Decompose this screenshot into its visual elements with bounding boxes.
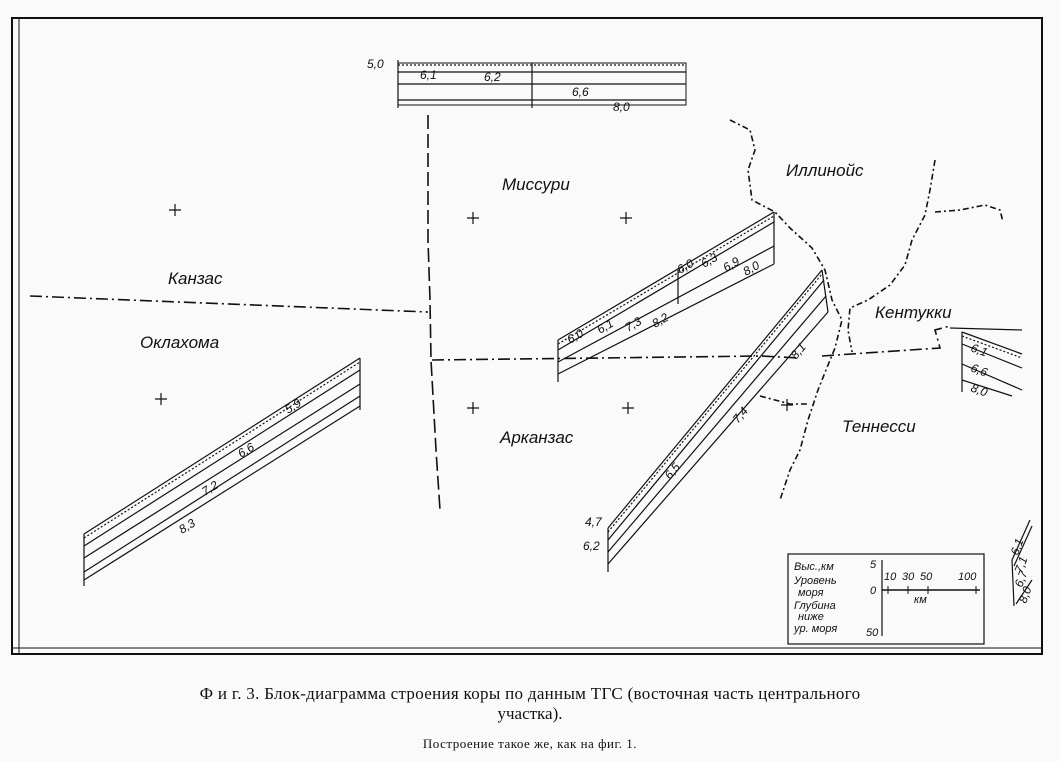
- top-surface-label: 5,0: [367, 57, 384, 71]
- figure-caption-continuation: участка).: [497, 704, 563, 723]
- legend-scale-tick-4: 100: [958, 571, 977, 583]
- region-illinois: Иллинойс: [786, 161, 864, 180]
- legend-scale-tick-2: 30: [902, 571, 915, 583]
- state-boundaries: [29, 115, 1004, 511]
- legend-depth-1: Глубина: [794, 600, 836, 612]
- missouri-east-layer-3: 6,9: [721, 254, 743, 275]
- region-kentucky: Кентукки: [875, 303, 952, 322]
- far-right-layer-4: 8,0: [1016, 584, 1035, 605]
- top-layer-1: 6,1: [420, 68, 437, 82]
- marker: [169, 204, 181, 216]
- kentucky-tennessee-boundary: [821, 325, 951, 357]
- grid-markers: [155, 204, 793, 414]
- legend-height-label: Выс.,км: [794, 561, 834, 573]
- region-tennessee: Теннесси: [842, 417, 916, 436]
- marker: [781, 399, 793, 411]
- figure-note: Построение такое же, как на фиг. 1.: [422, 736, 638, 751]
- legend-tick-zero: 0: [870, 585, 877, 597]
- marker: [622, 402, 634, 414]
- far-right-layer-1: 6,1: [1008, 537, 1027, 557]
- illinois-east-boundary: [934, 204, 1004, 223]
- marker: [467, 402, 479, 414]
- legend-sea-level-2: моря: [798, 587, 824, 599]
- kentucky-layer-3: 8,0: [969, 381, 990, 400]
- missouri-west-layer-2: 6,1: [595, 316, 616, 336]
- legend-depth-2: ниже: [798, 611, 824, 623]
- region-kansas: Канзас: [168, 269, 223, 288]
- legend-tick-bottom: 50: [866, 627, 879, 639]
- marker: [155, 393, 167, 405]
- block-tennessee: [607, 269, 829, 572]
- legend: Выс.,км Уровень моря Глубина ниже ур. мо…: [787, 553, 985, 645]
- legend-depth-3: ур. моря: [793, 623, 837, 635]
- legend-scale-unit: км: [914, 594, 927, 606]
- kentucky-layer-1: 6,1: [969, 341, 989, 360]
- oklahoma-layer-4: 8,3: [176, 516, 198, 537]
- ohio-river: [847, 159, 936, 353]
- kentucky-layer-2: 6,6: [969, 361, 990, 380]
- top-layer-4: 8,0: [613, 100, 630, 114]
- block-diagram: Канзас Оклахома Миссури Арканзас Иллиной…: [11, 17, 1043, 655]
- legend-sea-level-1: Уровень: [793, 575, 837, 587]
- legend-scale-tick-1: 10: [884, 571, 897, 583]
- block-top: [397, 60, 687, 108]
- marker: [467, 212, 479, 224]
- mississippi-river: [729, 119, 843, 501]
- block-kentucky: [949, 327, 1023, 397]
- missouri-west-layer-4: 8,2: [650, 310, 672, 331]
- figure-caption: Ф и г. 3. Блок-диаграмма строения коры п…: [199, 684, 861, 703]
- legend-tick-top: 5: [870, 559, 877, 571]
- far-right-layer-2: 7,1: [1012, 555, 1031, 575]
- block-oklahoma: [83, 357, 361, 586]
- region-oklahoma: Оклахома: [140, 333, 219, 352]
- far-right-layer-3: 6,7: [1012, 567, 1031, 589]
- oklahoma-layer-2: 6,6: [235, 440, 257, 461]
- missouri-west-boundary: [427, 115, 441, 511]
- missouri-arkansas-boundary: [431, 355, 801, 361]
- tennessee-layer-surface: 4,7: [585, 515, 603, 529]
- top-layer-2: 6,2: [484, 70, 501, 84]
- tennessee-layer-4: 8,1: [788, 340, 809, 362]
- region-arkansas: Арканзас: [499, 428, 574, 447]
- tennessee-layer-3: 7,4: [730, 404, 752, 426]
- block-far-right: [1011, 519, 1033, 607]
- kansas-oklahoma-boundary: [29, 295, 429, 313]
- missouri-east-layer-4: 8,0: [741, 258, 763, 279]
- oklahoma-layer-1: 5,9: [282, 396, 304, 417]
- missouri-east-layer-2: 6,3: [699, 250, 721, 271]
- top-layer-3: 6,6: [572, 85, 589, 99]
- marker: [620, 212, 632, 224]
- region-missouri: Миссури: [502, 175, 570, 194]
- tennessee-bootheel: [759, 395, 810, 405]
- legend-scale-tick-3: 50: [920, 571, 933, 583]
- block-missouri: [557, 211, 775, 382]
- map-frame: [11, 17, 1043, 655]
- tennessee-layer-1: 6,2: [583, 539, 600, 553]
